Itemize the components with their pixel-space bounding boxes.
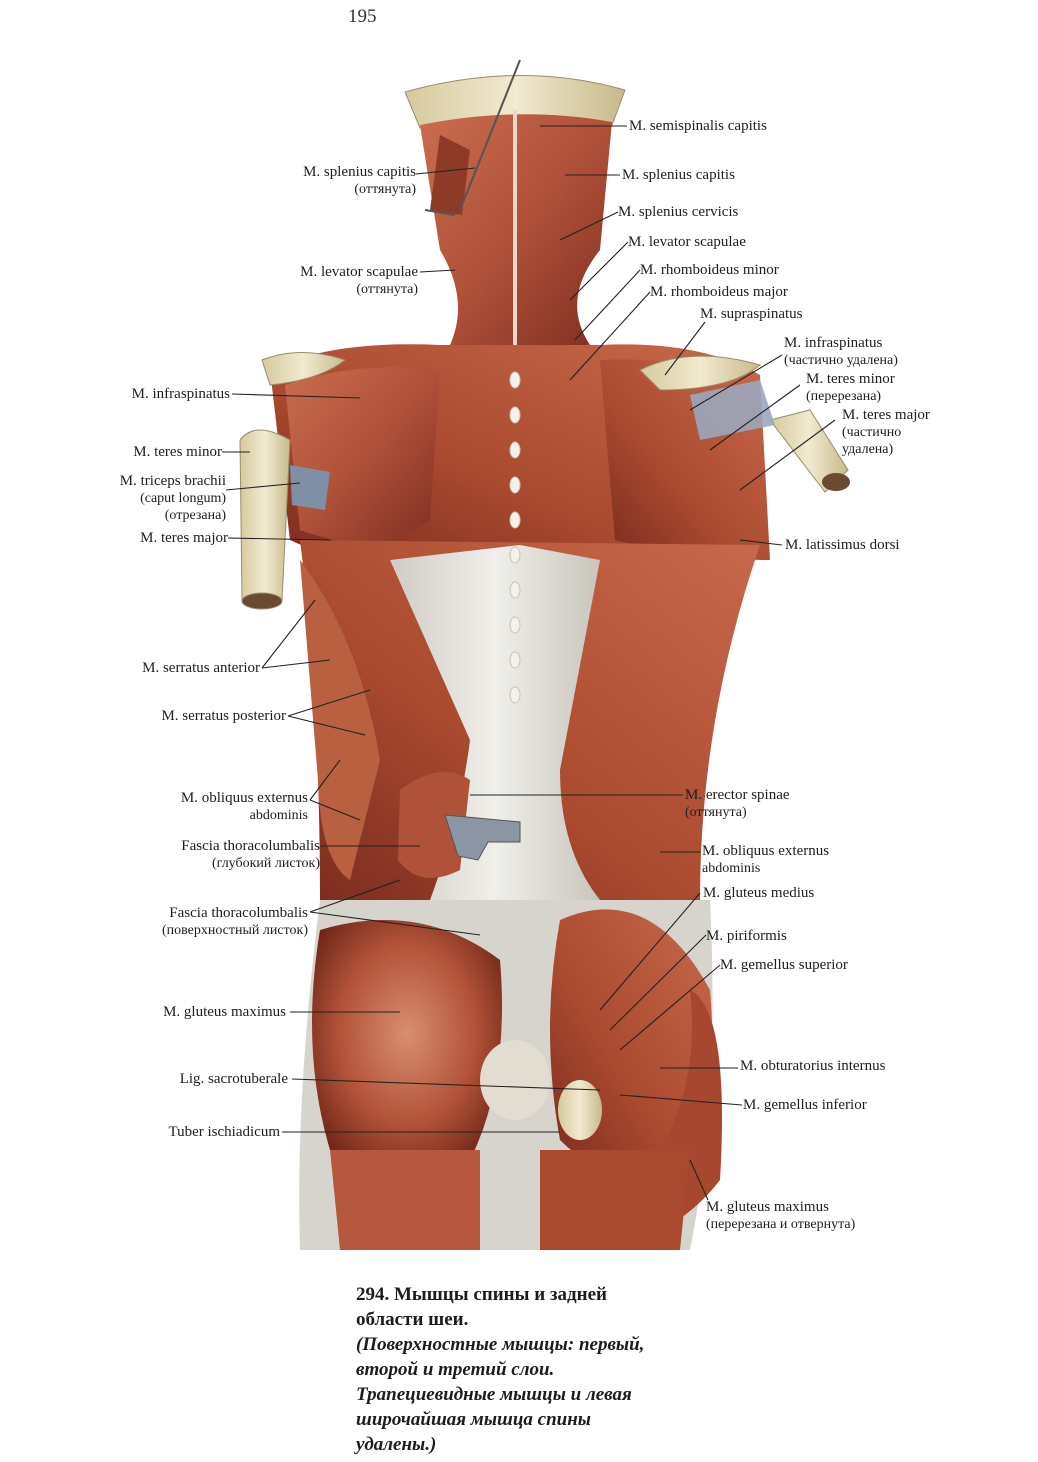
label-rhomboideus-minor: M. rhomboideus minor <box>640 262 779 278</box>
caption-title-line-1: 294. Мышцы спины и задней <box>356 1284 607 1305</box>
label-rhomboideus-major: M. rhomboideus major <box>650 284 788 300</box>
caption-note-line-2: второй и третий слои. <box>356 1359 555 1380</box>
figure-caption: 294. Мышцы спины и задней области шеи. (… <box>356 1282 776 1457</box>
label-semispinalis-capitis: M. semispinalis capitis <box>629 118 767 134</box>
right-acromion <box>639 355 762 391</box>
label-obliquus-externus-left: M. obliquus externus abdominis <box>180 790 308 823</box>
caption-note-line-1: (Поверхностные мышцы: первый, <box>356 1334 645 1355</box>
right-thigh <box>540 1150 690 1250</box>
label-serratus-anterior: M. serratus anterior <box>142 660 260 676</box>
caption-note-line-5: удалены.) <box>356 1434 437 1455</box>
label-splenius-capitis: M. splenius capitis <box>622 167 735 183</box>
right-teres-cut <box>690 380 775 440</box>
label-piriformis: M. piriformis <box>706 928 787 944</box>
label-levator-scapulae: M. levator scapulae <box>628 234 746 250</box>
left-thigh <box>330 1150 480 1250</box>
label-gemellus-inferior: M. gemellus inferior <box>743 1097 867 1113</box>
label-levator-scapulae-retracted: M. levator scapulae (оттянута) <box>300 264 418 297</box>
label-fascia-thoracolumbalis-deep: Fascia thoracolumbalis (глубокий листок) <box>181 838 320 871</box>
label-erector-spinae: M. erector spinae (оттянута) <box>685 787 790 820</box>
label-gluteus-maximus-left: M. gluteus maximus <box>163 1004 286 1020</box>
left-triceps-cut <box>290 465 330 510</box>
label-obturatorius-internus: M. obturatorius internus <box>740 1058 886 1074</box>
left-scapular-muscles <box>285 367 440 543</box>
right-ischial-tuberosity <box>558 1080 602 1140</box>
left-serratus-flank <box>300 560 380 880</box>
caption-title-line-2: области шеи. <box>356 1309 469 1330</box>
back-muscles-illustration <box>222 59 850 1250</box>
thoracolumbar-fascia <box>390 545 600 900</box>
label-serratus-posterior: M. serratus posterior <box>161 708 286 724</box>
label-teres-minor-left: M. teres minor <box>133 444 222 460</box>
left-acromion <box>261 352 347 386</box>
spinous-processes <box>509 371 521 704</box>
left-gluteus-maximus <box>312 920 502 1173</box>
label-triceps-brachii: M. triceps brachii (caput longum) (отрез… <box>119 473 226 523</box>
left-humerus <box>239 429 291 607</box>
label-gemellus-superior: M. gemellus superior <box>720 957 848 973</box>
sacrum <box>480 1040 550 1120</box>
label-fascia-thoracolumbalis-superficial: Fascia thoracolumbalis (поверхностный ли… <box>161 905 308 938</box>
retractor <box>444 814 521 861</box>
label-tuber-ischiadicum: Tuber ischiadicum <box>168 1124 280 1140</box>
label-latissimus-dorsi: M. latissimus dorsi <box>785 537 900 553</box>
right-humerus <box>769 409 849 493</box>
label-infraspinatus-left: M. infraspinatus <box>131 386 230 402</box>
label-teres-major-left: M. teres major <box>140 530 228 546</box>
erector-spinae-window <box>398 772 470 878</box>
label-splenius-capitis-retracted: M. splenius capitis (оттянута) <box>303 164 416 197</box>
label-gluteus-medius: M. gluteus medius <box>703 885 815 901</box>
label-lig-sacrotuberale: Lig. sacrotuberale <box>179 1071 288 1087</box>
label-infraspinatus-right: M. infraspinatus (частично удалена) <box>784 335 898 368</box>
label-splenius-cervicis: M. splenius cervicis <box>618 204 739 220</box>
caption-note-line-4: широчайшая мышца спины <box>356 1409 591 1430</box>
label-teres-minor-right: M. teres minor (перерезана) <box>806 371 895 404</box>
leader-lines <box>222 125 836 1201</box>
label-teres-major-right: M. teres major (частично удалена) <box>842 407 930 457</box>
label-supraspinatus: M. supraspinatus <box>700 306 803 322</box>
page-number: 195 <box>348 6 377 27</box>
retracted-splenius-flap <box>430 135 470 215</box>
label-obliquus-externus-right: M. obliquus externus abdominis <box>702 843 830 876</box>
label-gluteus-maximus-right: M. gluteus maximus (перерезана и отверну… <box>706 1199 856 1232</box>
caption-note-line-3: Трапециевидные мышцы и левая <box>356 1384 632 1405</box>
